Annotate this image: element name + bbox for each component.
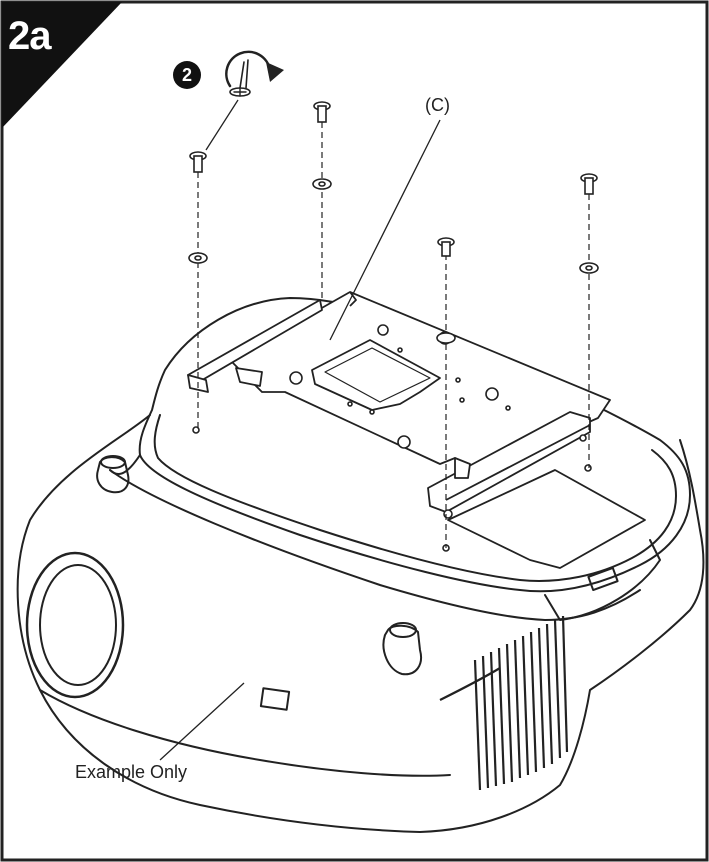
step-number-badge: 2	[173, 61, 201, 89]
vent-grille	[439, 615, 569, 791]
screw-assembly	[188, 101, 599, 548]
example-only-note: Example Only	[75, 762, 188, 782]
leader-lines	[159, 99, 441, 761]
screwdriver-tighten-clockwise-icon	[225, 50, 284, 97]
mounting-plate-c	[187, 291, 646, 569]
part-callout-c: (C)	[425, 95, 450, 115]
projector-body	[16, 297, 705, 833]
step-label: 2a	[8, 14, 51, 58]
step-banner	[2, 2, 122, 128]
